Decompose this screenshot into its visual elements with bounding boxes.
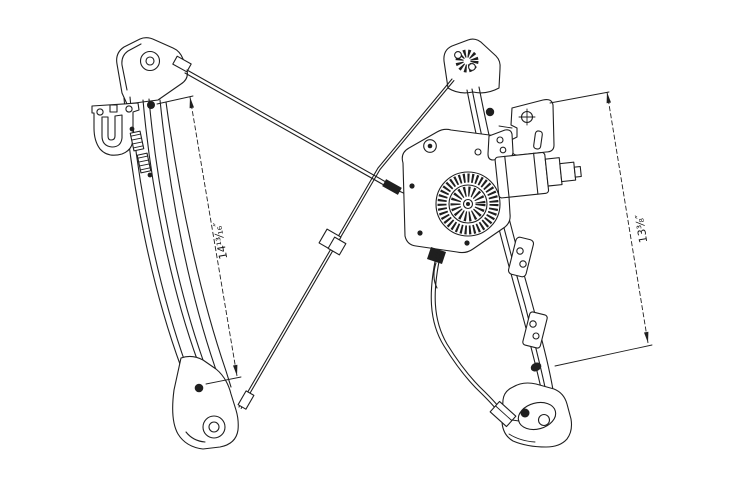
motor-assembly: [401, 128, 582, 289]
dimension-label-left: 14¹³⁄₁₆″: [211, 221, 230, 260]
upper-drive-cable: [184, 69, 422, 202]
dimension-label-right: 13⅜″: [633, 213, 650, 243]
drive-cable-loop: [430, 251, 520, 428]
slot-hole: [533, 130, 543, 150]
rail-datum-dot: [485, 107, 495, 117]
lower-datum-dot: [194, 383, 204, 393]
loop-ferrule: [489, 400, 517, 428]
rail-head-grommet: [139, 50, 161, 72]
lower-left-bracket: [172, 355, 239, 450]
dimension-left: 14¹³⁄₁₆″: [156, 95, 242, 385]
arrowhead: [606, 92, 611, 104]
cable-clamp: [318, 228, 347, 256]
right-datum-dot: [530, 362, 542, 372]
cable-drum: [435, 171, 501, 237]
cable-fitting: [172, 55, 192, 73]
motor-cylinder: [494, 151, 582, 199]
upper-datum-dot: [147, 101, 155, 109]
arrowhead: [644, 331, 649, 343]
left-guide-rail: [116, 37, 239, 450]
cable-end-fitting: [237, 390, 255, 410]
upper-left-mount-bracket: [91, 102, 140, 156]
cable-ferrule: [382, 179, 402, 195]
pulley: [455, 49, 479, 73]
cable-tension-adjusters: [129, 126, 153, 178]
lower-lift-cable: [237, 78, 455, 410]
arrowhead: [233, 364, 238, 376]
arrowhead: [189, 97, 194, 109]
dimension-right: 13⅜″: [549, 91, 653, 367]
